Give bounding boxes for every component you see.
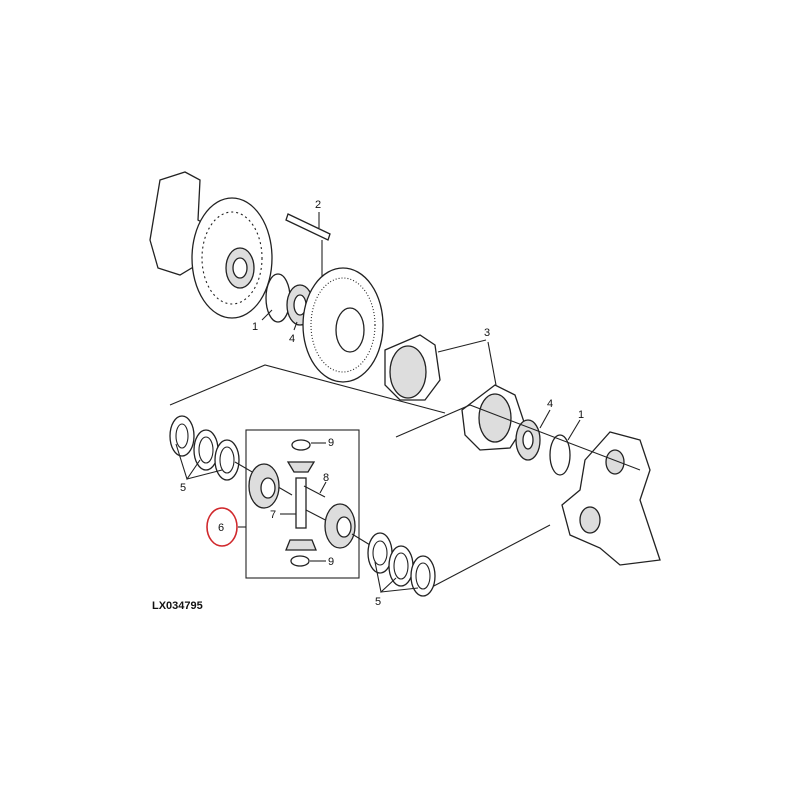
callout-bearing-right: 4 <box>547 398 553 410</box>
o-ring-left <box>265 273 291 323</box>
guide-line-left <box>169 364 446 414</box>
pinion-washer-bottom <box>290 555 310 567</box>
callout-washers-right: 5 <box>375 596 381 608</box>
washers-right: 5 <box>367 532 436 608</box>
callout-bolt: 2 <box>315 199 321 211</box>
callout-pinion-washer-bottom: 9 <box>328 556 334 568</box>
lock-pin <box>303 485 326 498</box>
o-ring-right <box>549 434 571 476</box>
callout-diff-case: 3 <box>484 327 490 339</box>
highlight-circle <box>206 507 238 547</box>
washers-left: 5 <box>169 415 240 494</box>
guide-line-right-bottom <box>429 524 551 589</box>
figure-code: LX034795 <box>152 600 203 612</box>
guide-line-right-top <box>395 404 641 471</box>
pinion-gear-top <box>286 461 316 473</box>
callout-bearing-left: 4 <box>289 333 295 345</box>
pinion-gear-bottom <box>285 539 317 551</box>
callout-o-ring-right: 1 <box>578 409 584 421</box>
callout-washers-left: 5 <box>180 482 186 494</box>
callout-o-ring-left: 1 <box>252 321 258 333</box>
bolt-part: 2 <box>285 199 331 285</box>
differential-case: 3 <box>384 327 526 451</box>
callout-pin: 8 <box>323 472 329 484</box>
callout-gear-set: 6 <box>218 522 224 534</box>
callout-pinion-washer-top: 9 <box>328 437 334 449</box>
callout-shaft: 7 <box>270 509 276 521</box>
cross-shaft <box>295 477 307 529</box>
pinion-washer-top <box>291 439 311 451</box>
ring-gear <box>302 267 384 383</box>
gear-set-box <box>245 429 360 579</box>
left-axle-housing <box>149 171 273 319</box>
